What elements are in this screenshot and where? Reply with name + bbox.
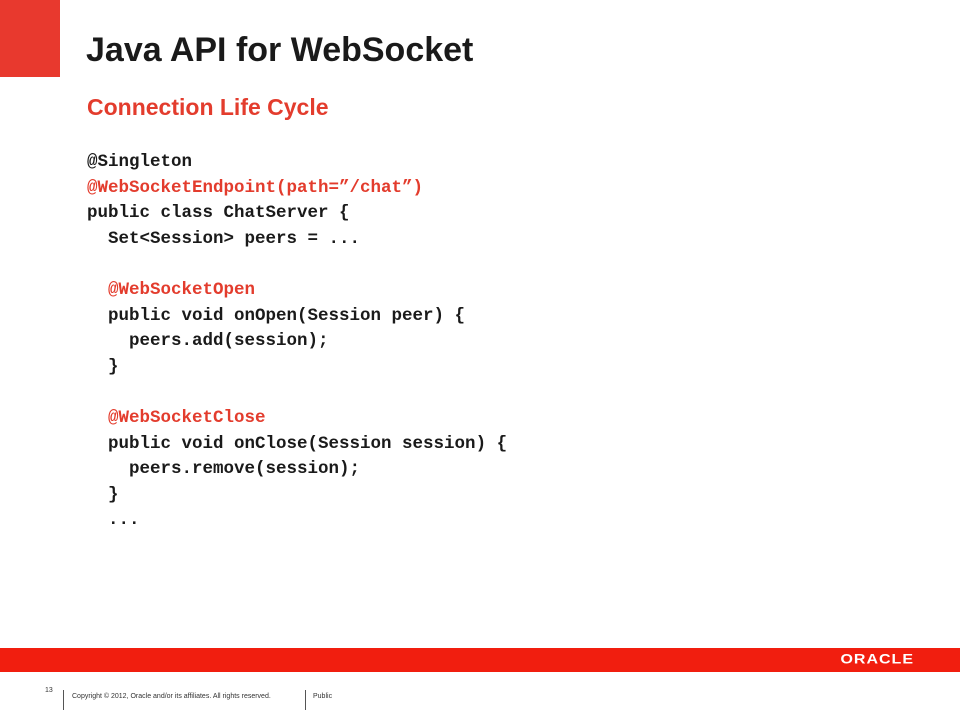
code-annotation-line: @WebSocketEndpoint(path=”/chat”) (87, 177, 424, 198)
red-accent-tab (0, 0, 60, 77)
code-annotation-line: @WebSocketOpen (87, 279, 256, 300)
oracle-logo: ORACLE (840, 652, 914, 667)
code-annotation-line: @WebSocketClose (87, 407, 266, 428)
code-line (87, 380, 507, 406)
code-line: } (87, 356, 119, 377)
code-line: peers.remove(session); (87, 459, 361, 480)
code-line: Set<Session> peers = ... (87, 228, 361, 249)
footer: 13 Copyright © 2012, Oracle and/or its a… (0, 684, 960, 714)
footer-divider (63, 690, 64, 710)
classification-label: Public (313, 693, 333, 700)
bottom-brand-bar: ORACLE (0, 648, 960, 672)
code-line (87, 252, 507, 278)
slide-title: Java API for WebSocket (86, 31, 474, 69)
slide-subtitle: Connection Life Cycle (87, 94, 329, 120)
footer-divider (305, 690, 306, 710)
copyright-text: Copyright © 2012, Oracle and/or its affi… (72, 693, 271, 700)
code-line: @Singleton (87, 152, 193, 172)
page-number: 13 (45, 687, 53, 694)
code-line: public void onClose(Session session) { (87, 433, 508, 454)
code-line: public class ChatServer { (87, 203, 350, 224)
code-line: } (87, 484, 119, 505)
code-line: ... (87, 510, 140, 531)
code-block: @Singleton @WebSocketEndpoint(path=”/chat… (87, 150, 507, 534)
code-line: peers.add(session); (87, 331, 329, 352)
code-line: public void onOpen(Session peer) { (87, 305, 466, 326)
